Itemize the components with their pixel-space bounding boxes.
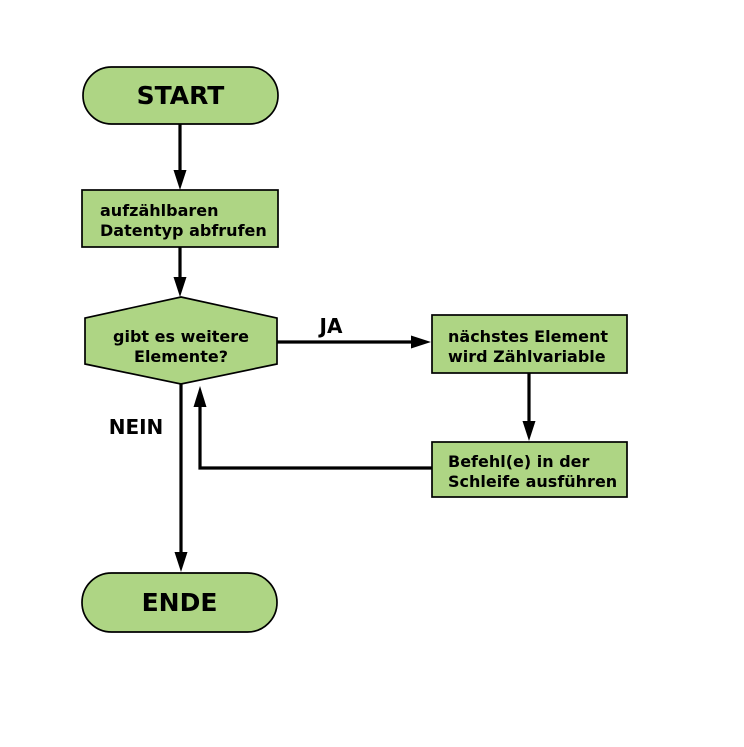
node-decision-shape: [84, 296, 278, 385]
arrowhead-down-icon: [173, 170, 187, 190]
arrowhead-down-icon: [522, 421, 536, 441]
node-start-label: START: [137, 81, 225, 110]
node-end-label: ENDE: [142, 588, 218, 617]
node-next-element-shape: [431, 314, 628, 374]
edge-loop-back-to-decision: [193, 386, 432, 470]
node-fetch-datatype-label-line1: aufzählbaren: [100, 201, 219, 220]
node-fetch-datatype-shape: [81, 189, 279, 248]
node-start-shape: [82, 66, 279, 125]
arrowhead-up-icon: [193, 386, 207, 407]
node-fetch-datatype: aufzählbaren Datentyp abfrufen: [81, 189, 279, 248]
node-end: ENDE: [81, 572, 278, 633]
node-end-shape: [81, 572, 278, 633]
node-next-element-label-line1: nächstes Element: [448, 327, 608, 346]
arrowhead-right-icon: [411, 335, 431, 349]
node-next-element: nächstes Element wird Zählvariable: [431, 314, 628, 374]
node-decision-label-line1: gibt es weitere: [113, 327, 249, 346]
edge-decision-yes: [277, 335, 431, 349]
node-decision-label-line2: Elemente?: [134, 347, 228, 366]
node-start: START: [82, 66, 279, 125]
edge-decision-no: [174, 384, 188, 572]
edge-label-yes: JA: [318, 314, 343, 338]
node-loop-body-shape: [431, 441, 628, 498]
arrowhead-down-icon: [173, 277, 187, 297]
node-loop-body-label-line2: Schleife ausführen: [448, 472, 617, 491]
node-decision: gibt es weitere Elemente?: [84, 296, 278, 385]
node-loop-body: Befehl(e) in der Schleife ausführen: [431, 441, 628, 498]
arrowhead-down-icon: [174, 552, 188, 572]
edge-start-to-fetch: [173, 124, 187, 190]
node-loop-body-label-line1: Befehl(e) in der: [448, 452, 590, 471]
edge-next-to-loop: [522, 373, 536, 441]
node-fetch-datatype-label-line2: Datentyp abfrufen: [100, 221, 267, 240]
edges: [173, 124, 536, 572]
node-next-element-label-line2: wird Zählvariable: [448, 347, 606, 366]
edge-loop-back-line: [198, 406, 432, 470]
edge-fetch-to-decision: [173, 247, 187, 297]
edge-label-no: NEIN: [109, 415, 164, 439]
